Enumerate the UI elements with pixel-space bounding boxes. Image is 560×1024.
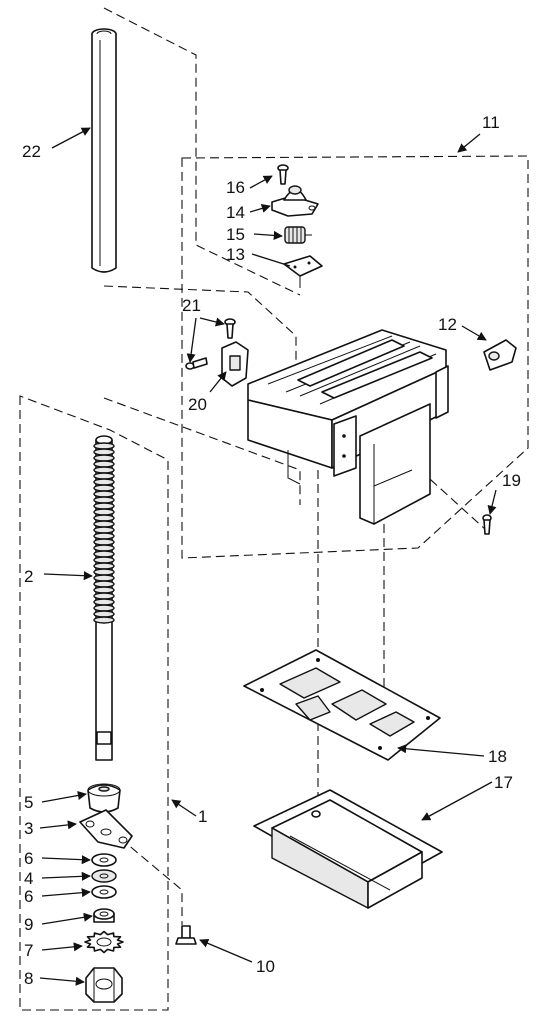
callout-1: 1 — [198, 807, 207, 826]
callout-19: 19 — [502, 471, 521, 490]
callout-4: 4 — [24, 869, 33, 888]
clip-part-20 — [221, 341, 249, 387]
threaded-shaft-part-2 — [93, 435, 115, 761]
thread-ring — [93, 544, 115, 552]
thread-ring — [93, 562, 115, 570]
callout-2: 2 — [24, 567, 33, 586]
callout-12: 12 — [438, 315, 457, 334]
bushing-part-5 — [87, 783, 121, 813]
thread-ring — [93, 556, 115, 564]
gear-part-15 — [284, 226, 312, 244]
projection-line-plate-10 — [119, 837, 183, 925]
washer-part-6-upper — [91, 853, 117, 867]
plate-part-13 — [283, 255, 323, 288]
callout-6-upper: 6 — [24, 849, 33, 868]
thread-ring — [93, 586, 115, 594]
callout-20: 20 — [188, 395, 207, 414]
projection-line-shaft — [103, 397, 301, 505]
callout-15: 15 — [226, 225, 245, 244]
callout-21: 21 — [182, 296, 201, 315]
thread-ring — [93, 610, 115, 618]
bearing-part-4 — [91, 869, 117, 883]
thread-ring — [93, 592, 115, 600]
leader-lines — [39, 127, 497, 986]
assembly-11-boundary — [181, 155, 529, 559]
callout-10: 10 — [256, 957, 275, 976]
bracket-part-3 — [79, 809, 133, 849]
callout-8: 8 — [24, 969, 33, 988]
screw-part-19 — [482, 514, 492, 535]
callout-18: 18 — [488, 747, 507, 766]
thread-ring — [93, 574, 115, 582]
screw-part-16 — [277, 164, 289, 185]
thread-ring — [93, 478, 115, 486]
callout-9: 9 — [24, 915, 33, 934]
thread-ring — [93, 484, 115, 492]
thread-ring — [93, 508, 115, 516]
callout-13: 13 — [226, 245, 245, 264]
thread-ring — [93, 604, 115, 612]
thread-ring — [93, 472, 115, 480]
thread-ring — [93, 532, 115, 540]
callout-11: 11 — [482, 113, 500, 132]
callout-22: 22 — [22, 142, 41, 161]
spacer-part-9 — [93, 908, 115, 923]
nut-part-8 — [85, 967, 123, 1003]
mount-part-14 — [271, 185, 319, 217]
screw-part-21-lower — [185, 357, 208, 370]
screw-part-21-upper — [224, 318, 236, 339]
thread-ring — [93, 490, 115, 498]
sprocket-part-7 — [84, 930, 124, 954]
callout-3: 3 — [24, 819, 33, 838]
callout-17: 17 — [494, 773, 513, 792]
washer-part-6-lower — [91, 885, 117, 899]
thread-ring — [93, 454, 115, 462]
thread-ring — [93, 550, 115, 558]
projection-line-screw-19 — [419, 469, 487, 531]
screw-part-10 — [175, 925, 197, 945]
thread-ring — [93, 502, 115, 510]
thread-ring — [93, 442, 115, 450]
thread-ring — [93, 514, 115, 522]
callout-14: 14 — [226, 203, 245, 222]
thread-ring — [93, 496, 115, 504]
thread-ring — [93, 616, 115, 624]
callout-5: 5 — [24, 793, 33, 812]
callout-16: 16 — [226, 178, 245, 197]
gasket-part-18 — [243, 649, 441, 761]
thread-ring — [93, 538, 115, 546]
housing-body — [247, 329, 449, 525]
callout-6-lower: 6 — [24, 887, 33, 906]
thread-ring — [93, 526, 115, 534]
projection-line-tube — [103, 7, 301, 296]
thread-ring — [93, 520, 115, 528]
thread-ring — [93, 598, 115, 606]
thread-ring — [93, 568, 115, 576]
thread-ring — [93, 460, 115, 468]
assembly-1-boundary — [19, 395, 169, 1011]
thread-ring — [93, 448, 115, 456]
callout-labels: 22 11 16 14 15 13 21 20 12 19 2 1 5 3 6 … — [22, 113, 521, 988]
thread-ring — [93, 466, 115, 474]
thread-ring — [93, 580, 115, 588]
tube-part-22 — [91, 28, 117, 273]
bracket-part-12 — [483, 339, 517, 371]
tray-part-17 — [253, 789, 443, 909]
assembly-boundaries — [19, 7, 529, 1011]
callout-7: 7 — [24, 941, 33, 960]
